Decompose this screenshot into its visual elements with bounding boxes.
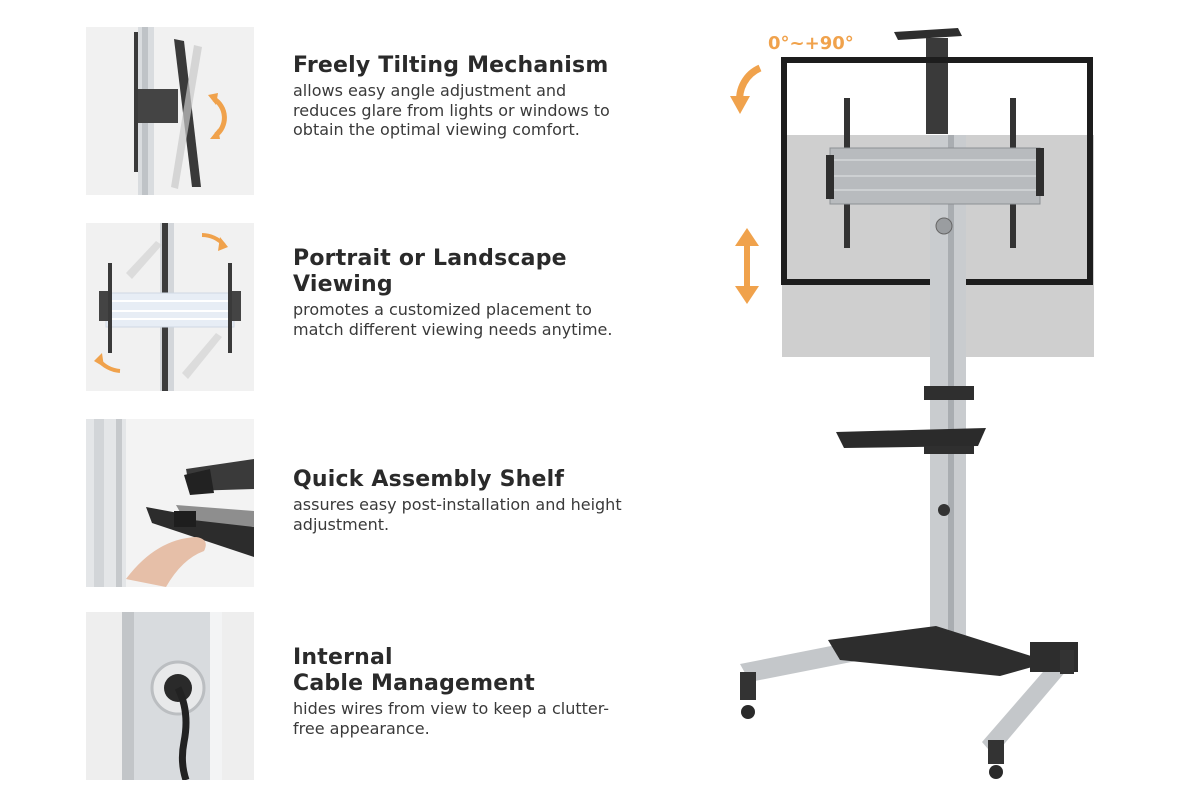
feature-shelf: Quick Assembly Shelf assures easy post-i… — [293, 467, 633, 534]
feature-title-line: Cable Management — [293, 671, 535, 696]
tilt-angle-label: 0°~+90° — [768, 33, 854, 54]
base-leg-right — [982, 650, 1072, 756]
base-plate — [828, 626, 1050, 676]
feature-title-line: Internal — [293, 645, 393, 670]
height-arrow-icon — [735, 228, 759, 304]
feature-title: Freely Tilting Mechanism — [293, 53, 633, 79]
feature-title: Quick Assembly Shelf — [293, 467, 633, 493]
feature-cable: Internal Cable Management hides wires fr… — [293, 645, 633, 738]
rotation-thumbnail — [86, 223, 254, 391]
caster — [741, 705, 755, 719]
cable-thumbnail — [86, 612, 254, 780]
feature-title-line: Portrait or Landscape — [293, 246, 567, 271]
feature-description: promotes a customized placement to match… — [293, 300, 613, 339]
camera-shelf — [894, 28, 962, 40]
feature-title-line: Freely Tilting Mechanism — [293, 53, 609, 78]
caster — [1060, 650, 1074, 674]
feature-title: Internal Cable Management — [293, 645, 633, 697]
caster — [740, 672, 756, 700]
shelf-thumbnail — [86, 419, 254, 587]
feature-tilting: Freely Tilting Mechanism allows easy ang… — [293, 53, 633, 140]
feature-description: assures easy post-installation and heigh… — [293, 495, 622, 534]
feature-title: Portrait or Landscape Viewing — [293, 246, 633, 298]
caster — [988, 740, 1004, 764]
tilt-thumbnail — [86, 27, 254, 195]
caster — [989, 765, 1003, 779]
feature-description: allows easy angle adjustment and reduces… — [293, 81, 610, 139]
device-shelf — [836, 428, 986, 448]
feature-description: hides wires from view to keep a clutter-… — [293, 699, 610, 738]
feature-title-line: Quick Assembly Shelf — [293, 467, 565, 492]
tv-stand-illustration — [730, 28, 1094, 779]
tilt-arrow-icon — [730, 64, 762, 114]
feature-title-line: Viewing — [293, 272, 393, 297]
feature-rotation: Portrait or Landscape Viewing promotes a… — [293, 246, 633, 339]
